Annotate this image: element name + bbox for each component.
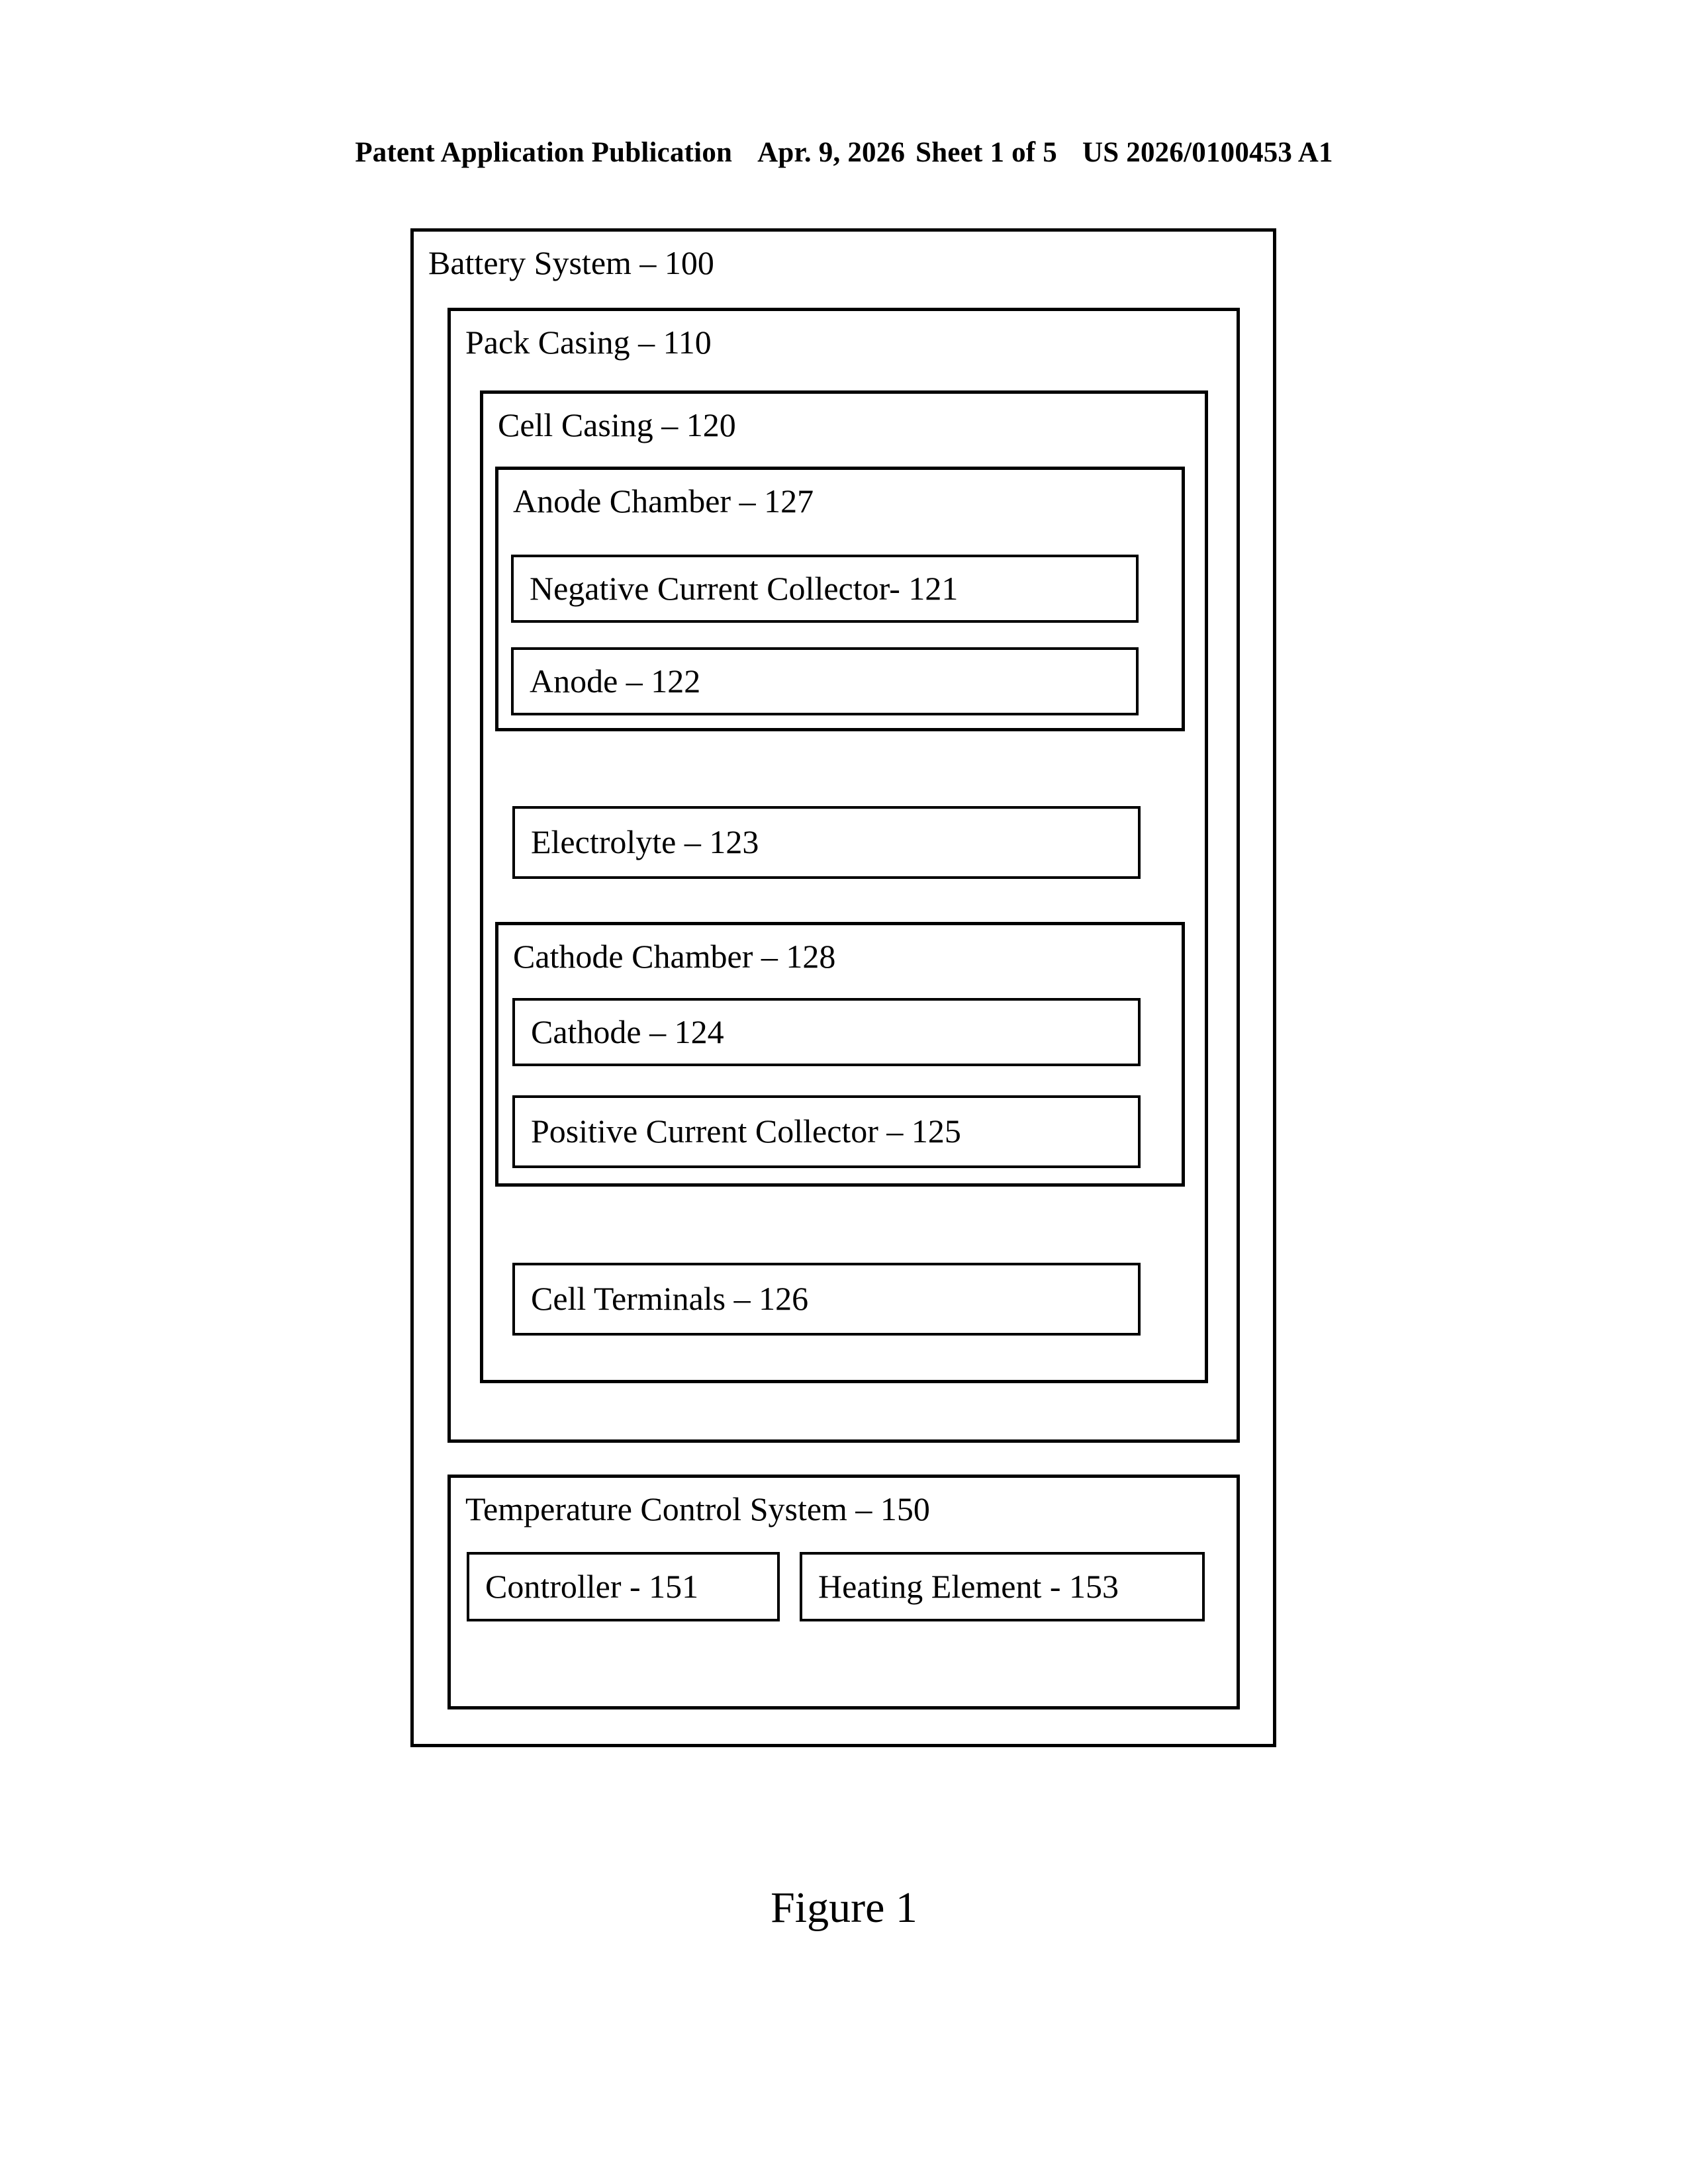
pack-casing-box: Pack Casing – 110 bbox=[447, 308, 1240, 1443]
header-sheet-number: Sheet 1 of 5 bbox=[915, 137, 1057, 168]
negative-current-collector-box: Negative Current Collector- 121 bbox=[511, 555, 1139, 623]
cathode-chamber-box: Cathode Chamber – 128 bbox=[495, 922, 1185, 1187]
header-date: Apr. 9, 2026 bbox=[757, 137, 906, 168]
controller-box: Controller - 151 bbox=[467, 1552, 780, 1621]
cathode-chamber-label: Cathode Chamber – 128 bbox=[513, 938, 836, 975]
positive-current-collector-box: Positive Current Collector – 125 bbox=[512, 1095, 1141, 1168]
anode-chamber-box: Anode Chamber – 127 bbox=[495, 467, 1185, 731]
positive-current-collector-label: Positive Current Collector – 125 bbox=[531, 1113, 961, 1150]
negative-current-collector-label: Negative Current Collector- 121 bbox=[530, 569, 959, 607]
temperature-control-system-box: Temperature Control System – 150 bbox=[447, 1475, 1240, 1709]
battery-system-label: Battery System – 100 bbox=[428, 244, 714, 281]
anode-label: Anode – 122 bbox=[530, 662, 701, 700]
cell-terminals-box: Cell Terminals – 126 bbox=[512, 1263, 1141, 1336]
anode-chamber-label: Anode Chamber – 127 bbox=[513, 482, 814, 520]
pack-casing-label: Pack Casing – 110 bbox=[465, 324, 712, 361]
sheet-header: Patent Application Publication Apr. 9, 20… bbox=[0, 136, 1688, 169]
cell-casing-label: Cell Casing – 120 bbox=[498, 406, 736, 443]
temperature-control-system-label: Temperature Control System – 150 bbox=[465, 1490, 930, 1527]
heating-element-box: Heating Element - 153 bbox=[800, 1552, 1205, 1621]
header-document-number: US 2026/0100453 A1 bbox=[1082, 137, 1333, 168]
cathode-label: Cathode – 124 bbox=[531, 1013, 724, 1050]
anode-box: Anode – 122 bbox=[511, 647, 1139, 715]
cathode-box: Cathode – 124 bbox=[512, 998, 1141, 1066]
figure-caption: Figure 1 bbox=[771, 1884, 917, 1932]
electrolyte-box: Electrolyte – 123 bbox=[512, 806, 1141, 879]
battery-system-box: Battery System – 100 bbox=[410, 228, 1276, 1747]
heating-element-label: Heating Element - 153 bbox=[818, 1567, 1119, 1605]
controller-label: Controller - 151 bbox=[485, 1567, 699, 1605]
cell-terminals-label: Cell Terminals – 126 bbox=[531, 1280, 809, 1317]
header-publication-label: Patent Application Publication bbox=[355, 137, 733, 168]
cell-casing-box: Cell Casing – 120 bbox=[480, 390, 1208, 1383]
electrolyte-label: Electrolyte – 123 bbox=[531, 823, 759, 860]
